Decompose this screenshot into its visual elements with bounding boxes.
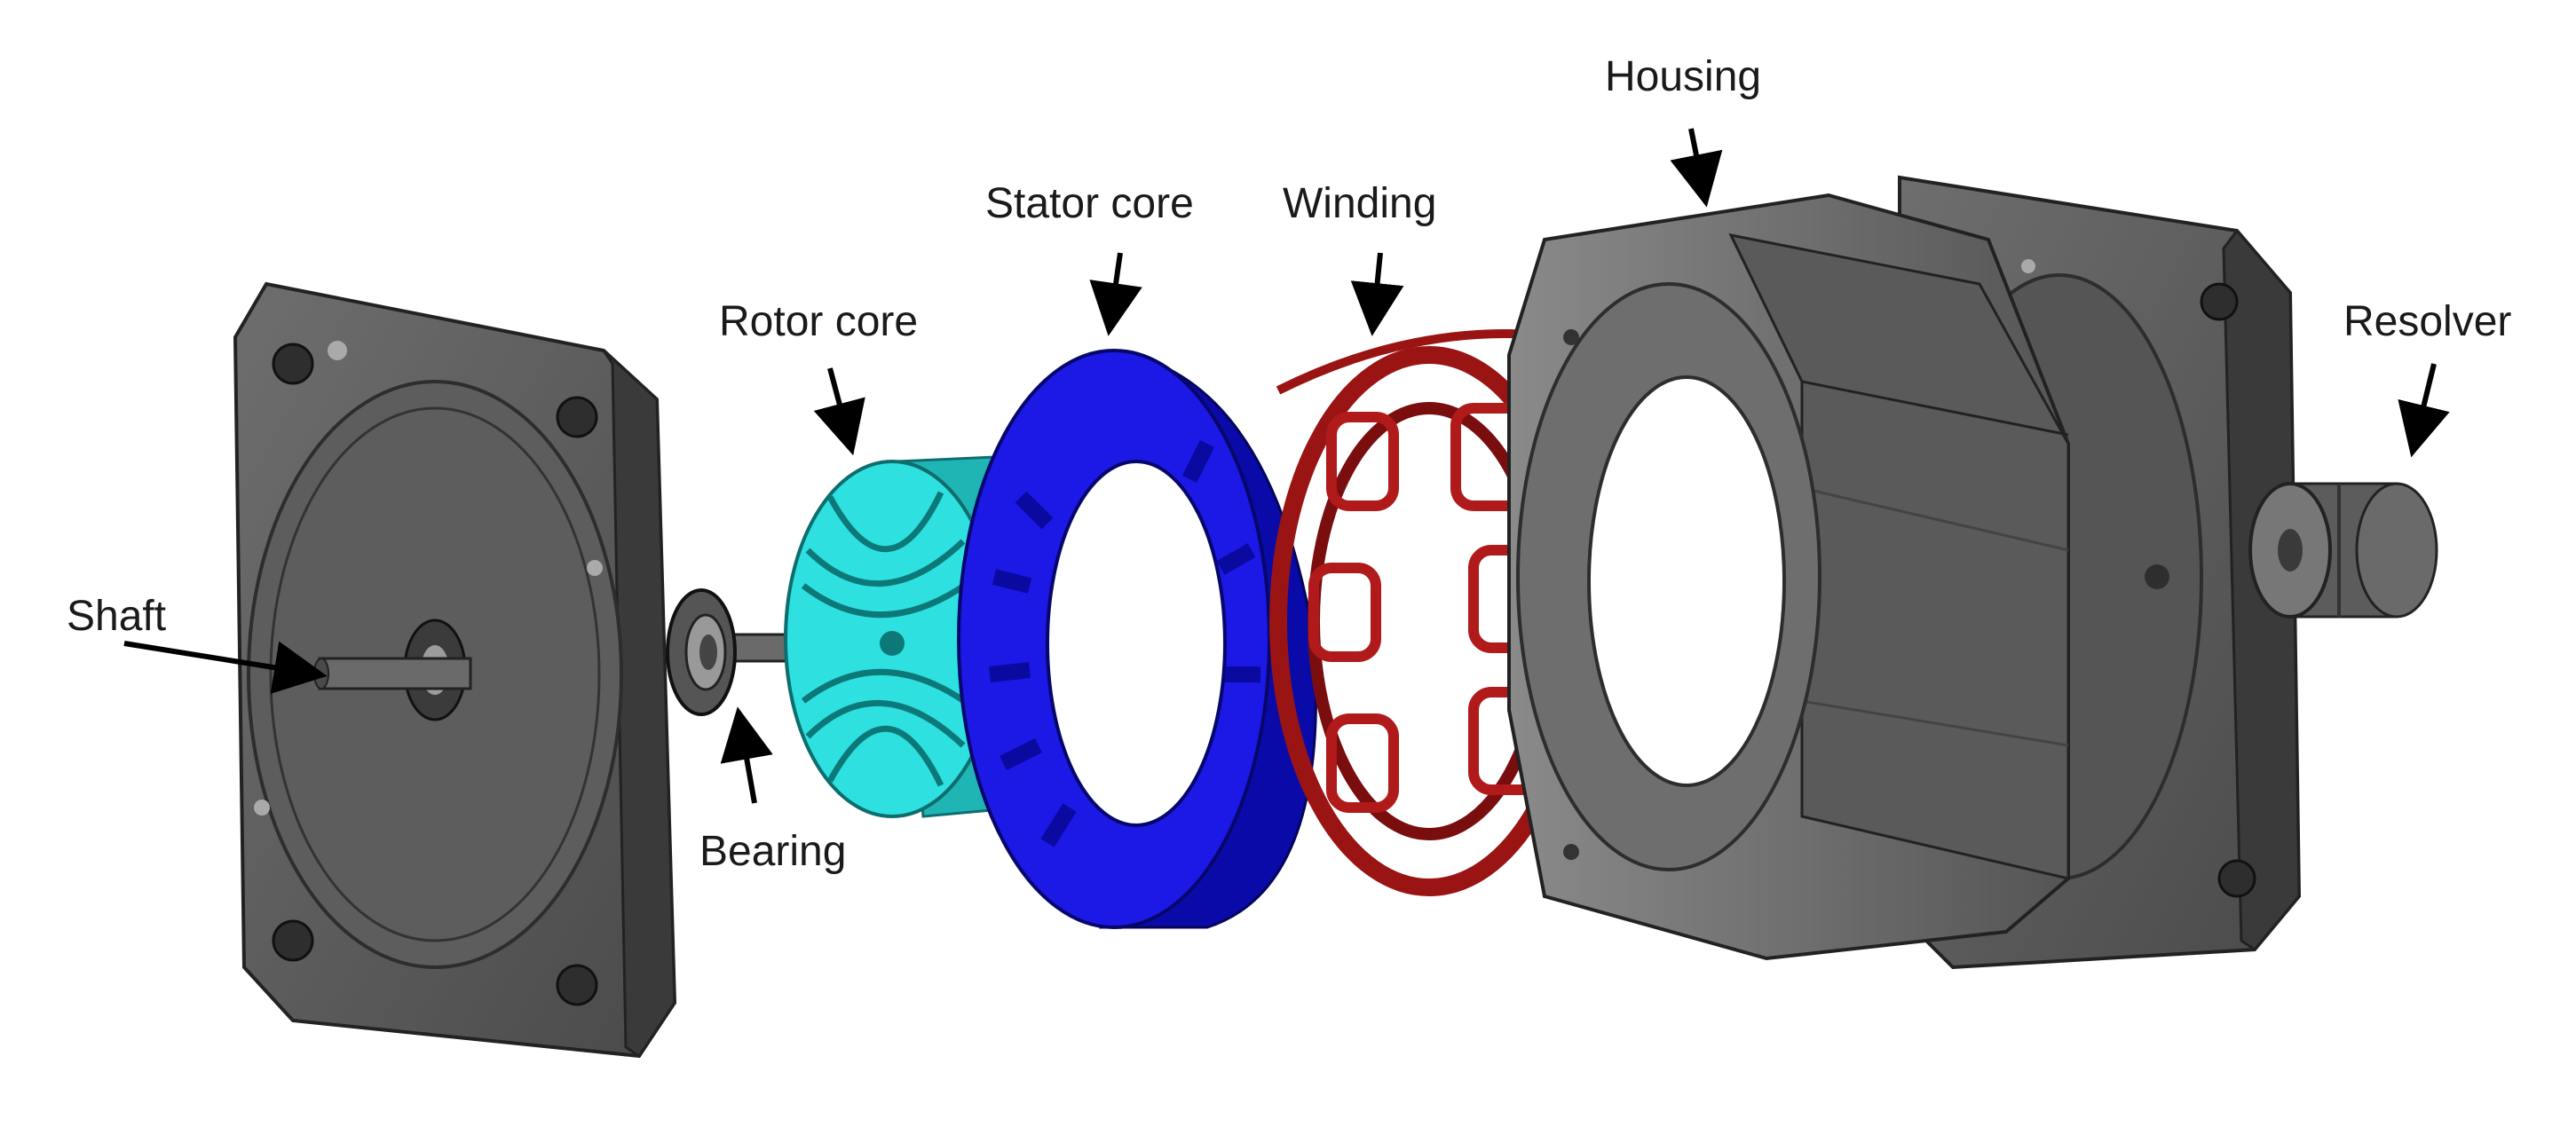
label-shaft: Shaft xyxy=(67,593,166,640)
shaft-arrow xyxy=(123,641,328,694)
bearing xyxy=(666,588,737,716)
housing xyxy=(1507,193,2070,961)
resolver xyxy=(2248,482,2438,619)
bearing-arrow xyxy=(720,706,773,804)
housing-arrow xyxy=(1670,128,1723,208)
stator-core-arrow xyxy=(1089,252,1142,336)
label-housing: Housing xyxy=(1605,53,1761,100)
label-arrows xyxy=(123,128,2450,804)
label-resolver: Resolver xyxy=(2343,298,2511,345)
stator-core xyxy=(957,349,1317,929)
winding-arrow xyxy=(1350,252,1404,336)
label-winding: Winding xyxy=(1283,180,1436,227)
label-stator-core: Stator core xyxy=(985,180,1194,227)
resolver-arrow xyxy=(2398,363,2450,458)
rotor-core-arrow xyxy=(813,367,865,456)
label-rotor-core: Rotor core xyxy=(719,298,918,345)
label-bearing: Bearing xyxy=(699,828,846,875)
